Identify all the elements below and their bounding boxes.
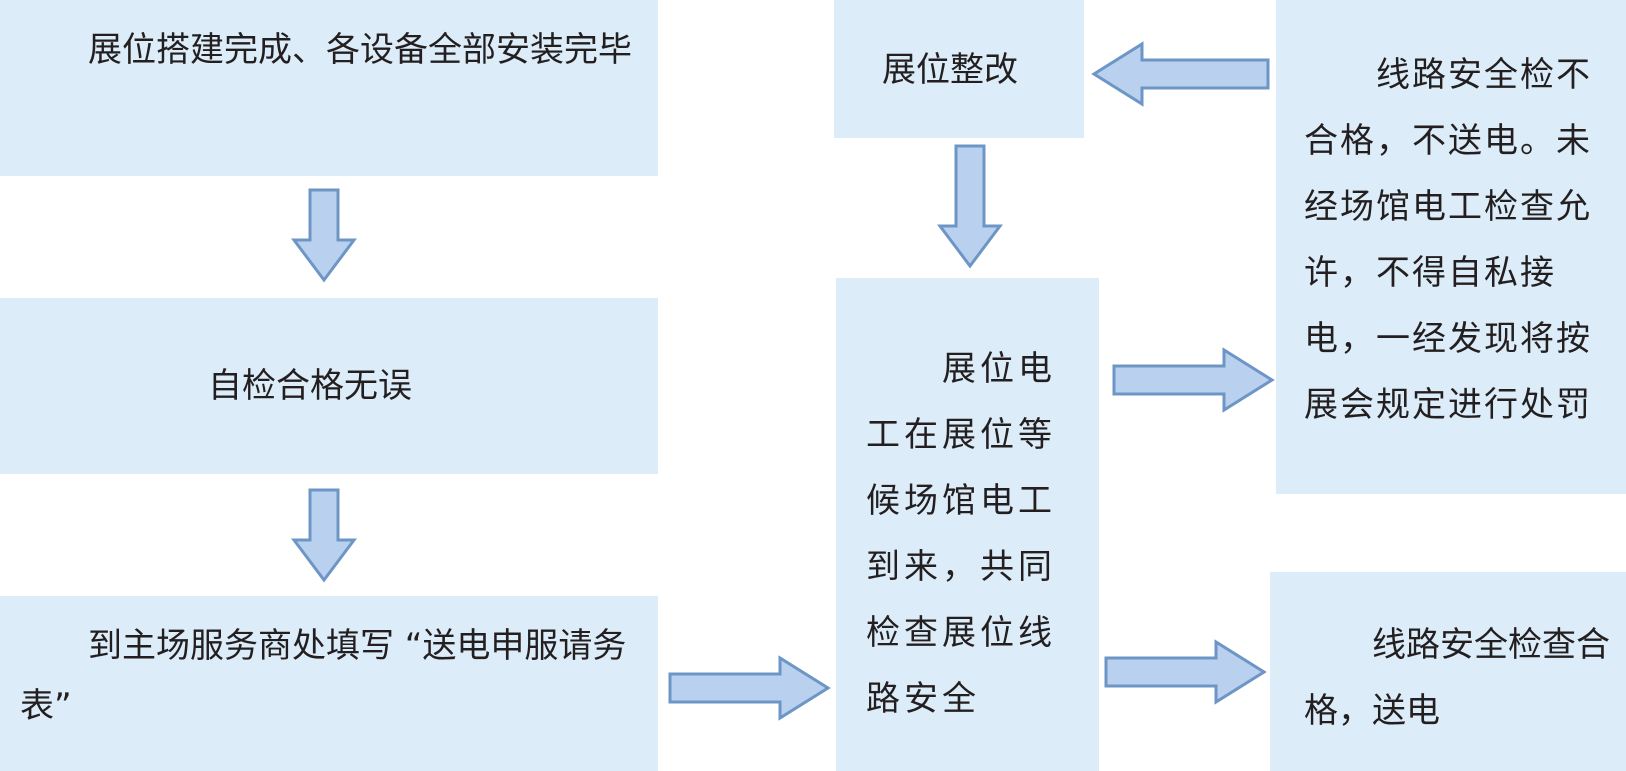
- node-rectify: 展位整改: [834, 0, 1084, 138]
- node-pass: 线路安全检查合格，送电: [1270, 572, 1626, 771]
- arrow-down-rectify-to-wait: [937, 144, 1003, 269]
- node-self-check: 自检合格无误: [0, 298, 658, 474]
- node-fail-text: 线路安全检不合格，不送电。未经场馆电工检查允许，不得自私接电，一经发现将按展会规…: [1304, 55, 1592, 425]
- arrow-down-2: [291, 488, 357, 583]
- arrow-right-form-to-wait: [668, 655, 831, 721]
- node-booth-complete-text: 展位搭建完成、各设备全部安装完毕: [20, 30, 632, 70]
- node-electrician-wait-text: 展位电工在展位等候场馆电工到来，共同检查展位线路安全: [866, 349, 1056, 719]
- arrow-right-wait-to-pass: [1104, 639, 1267, 705]
- arrow-down-1: [291, 188, 357, 283]
- node-fill-form: 到主场服务商处填写 “送电申服请务表”: [0, 596, 658, 771]
- node-pass-text: 线路安全检查合格，送电: [1304, 625, 1610, 731]
- node-booth-complete: 展位搭建完成、各设备全部安装完毕: [0, 0, 658, 176]
- node-fill-form-text: 到主场服务商处填写 “送电申服请务表”: [20, 626, 627, 726]
- node-electrician-wait: 展位电工在展位等候场馆电工到来，共同检查展位线路安全: [836, 278, 1099, 771]
- node-fail: 线路安全检不合格，不送电。未经场馆电工检查允许，不得自私接电，一经发现将按展会规…: [1276, 0, 1626, 494]
- arrow-right-wait-to-fail: [1112, 347, 1275, 413]
- node-rectify-text: 展位整改: [882, 50, 1018, 90]
- arrow-left-fail-to-rectify: [1091, 41, 1270, 107]
- node-self-check-text: 自检合格无误: [208, 366, 412, 406]
